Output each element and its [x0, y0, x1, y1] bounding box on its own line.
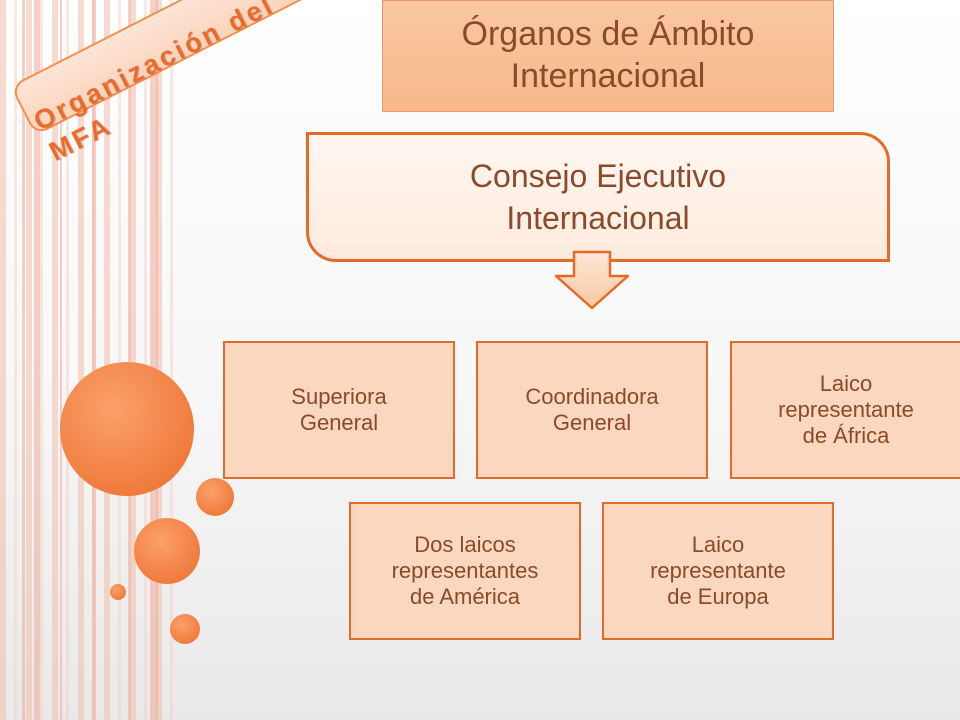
decorative-circle: [170, 614, 200, 644]
member-box-coordinadora-general: Coordinadora General: [476, 341, 708, 479]
down-arrow-icon: [554, 250, 630, 310]
decorative-stripe: [128, 0, 131, 720]
title-line-1: Órganos de Ámbito: [461, 15, 755, 53]
member-box-laico-africa: Laico representante de África: [730, 341, 960, 479]
title-line-2: Internacional: [510, 57, 706, 95]
decorative-circle-large: [60, 362, 194, 496]
council-line-1: Consejo Ejecutivo: [469, 158, 727, 194]
decorative-stripe: [34, 0, 40, 720]
decorative-stripe: [22, 0, 25, 720]
decorative-stripe: [150, 0, 158, 720]
member-box-superiora-general: Superiora General: [223, 341, 455, 479]
member-box-laicos-america: Dos laicos representantes de América: [349, 502, 581, 640]
decorative-circle: [134, 518, 200, 584]
page-title: Órganos de Ámbito Internacional: [382, 0, 834, 112]
member-box-laico-europa: Laico representante de Europa: [602, 502, 834, 640]
council-line-2: Internacional: [506, 200, 690, 236]
decorative-stripe: [60, 0, 62, 720]
decorative-circle: [196, 478, 234, 516]
decorative-stripe: [92, 0, 96, 720]
council-box: Consejo Ejecutivo Internacional: [306, 132, 890, 262]
decorative-circle-small: [110, 584, 126, 600]
